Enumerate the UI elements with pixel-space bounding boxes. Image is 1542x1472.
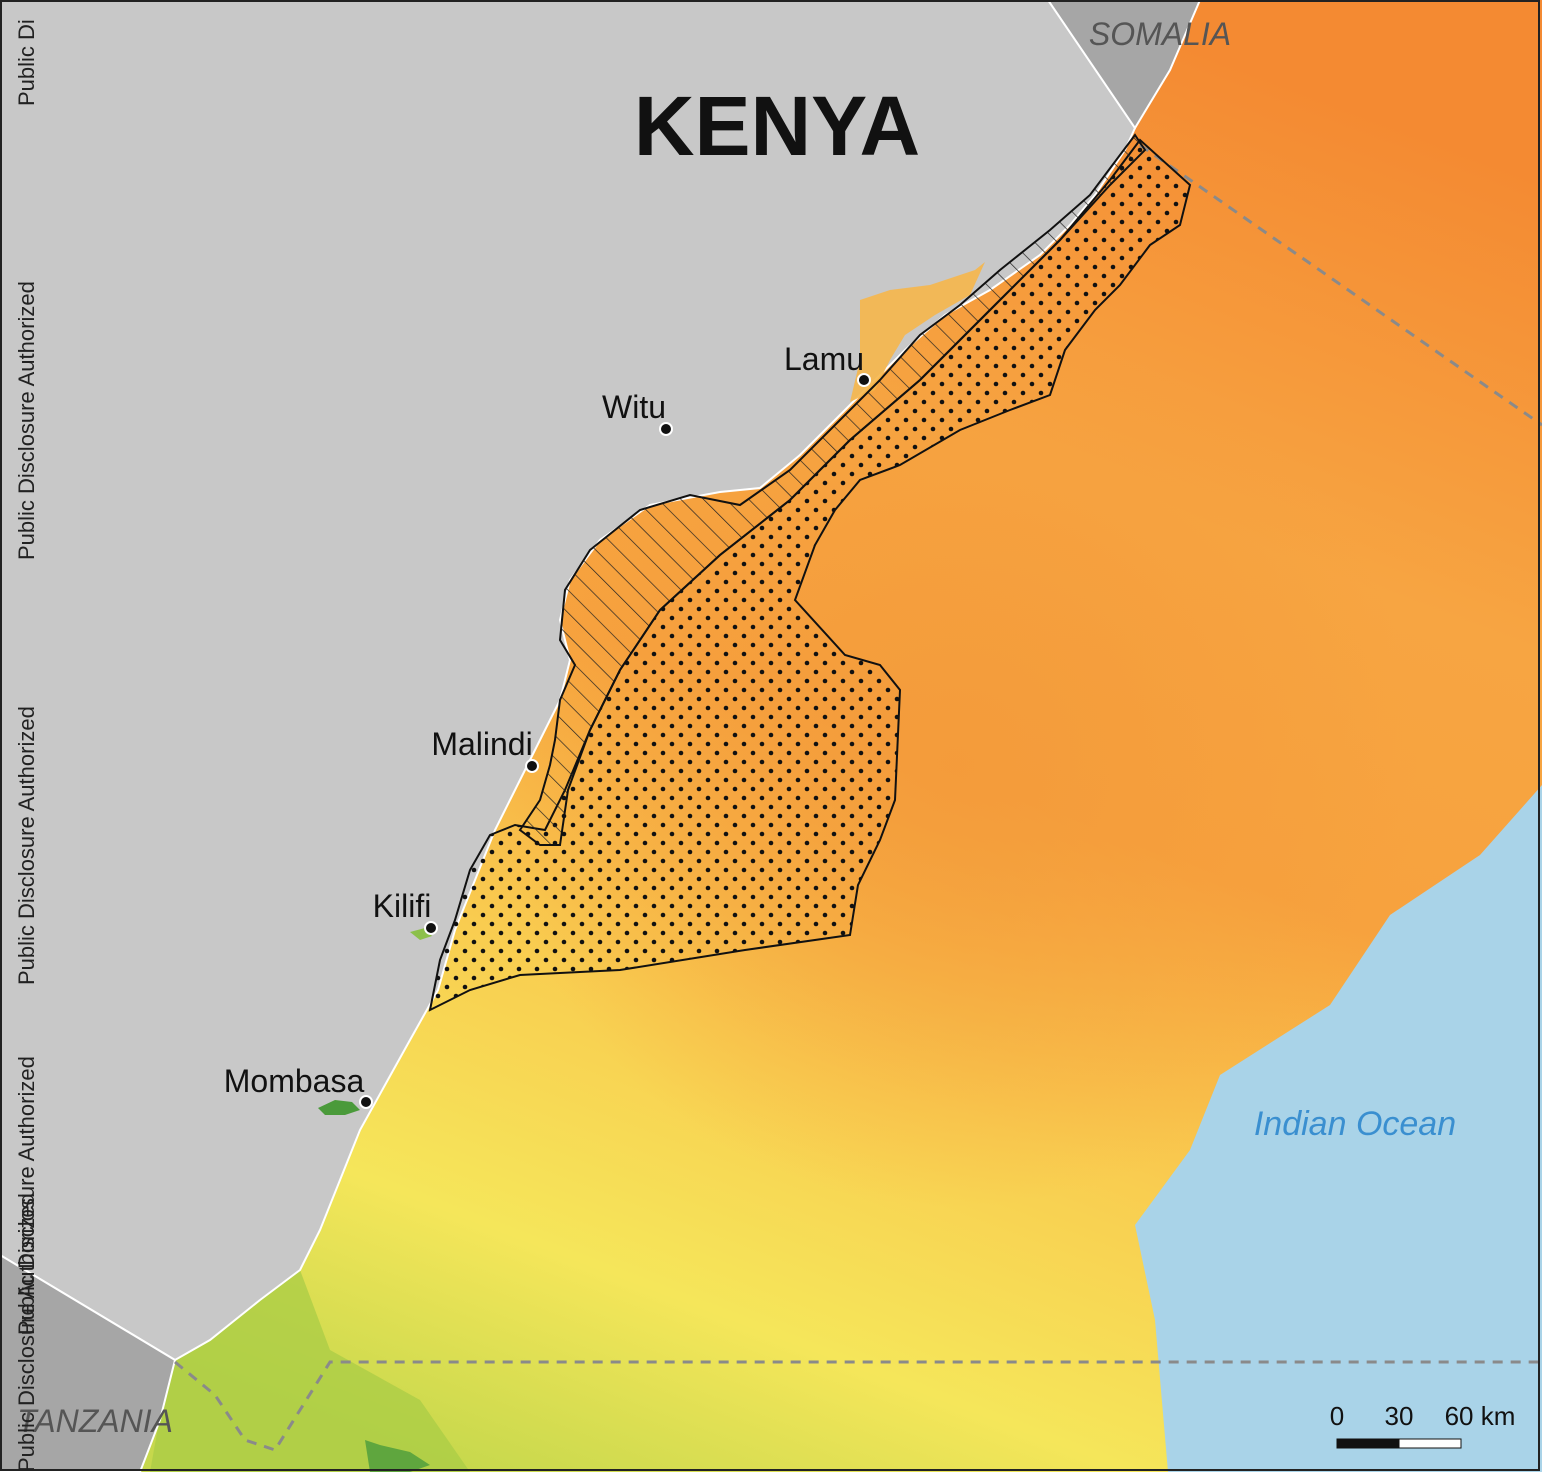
margin-label: Public Disclosure Authorized — [14, 706, 39, 985]
scale-segment-black — [1336, 1438, 1400, 1449]
tanzania-label: TANZANIA — [17, 1403, 173, 1439]
hatched-coastal-block — [518, 133, 1147, 846]
country-title: KENYA — [634, 79, 920, 173]
city-lamu: Lamu — [784, 341, 871, 387]
scale-tick-30: 30 — [1385, 1401, 1414, 1431]
scale-segment-white — [1398, 1438, 1462, 1449]
city-dot — [525, 759, 539, 773]
indian-ocean — [1135, 785, 1542, 1472]
city-label: Mombasa — [224, 1063, 365, 1099]
city-label: Witu — [602, 389, 666, 425]
margin-label: Public Disclosure Authorized — [14, 1193, 39, 1472]
city-witu: Witu — [602, 389, 673, 436]
tanzania-coast-green — [365, 1440, 430, 1472]
scale-tick-60: 60 km — [1445, 1401, 1516, 1431]
southern-maritime-boundary — [174, 1360, 1542, 1452]
city-label: Lamu — [784, 341, 864, 377]
ocean-label: Indian Ocean — [1254, 1105, 1456, 1143]
city-dot — [659, 422, 673, 436]
scale-bar: 0 30 60 km — [1330, 1401, 1516, 1449]
city-label: Malindi — [431, 726, 532, 762]
somalia-label: SOMALIA — [1089, 16, 1231, 52]
city-label: Kilifi — [373, 888, 432, 924]
city-dot — [424, 921, 438, 935]
margin-label: Public Disclosure Authorized — [14, 281, 39, 560]
city-kilifi: Kilifi — [373, 888, 438, 935]
city-malindi: Malindi — [431, 726, 539, 773]
city-dot — [857, 373, 871, 387]
scale-tick-0: 0 — [1330, 1401, 1344, 1431]
mombasa-creek — [318, 1100, 360, 1115]
somalia-land — [1046, 0, 1202, 130]
city-mombasa: Mombasa — [224, 1063, 373, 1109]
lamu-estuary — [850, 262, 985, 402]
northern-maritime-boundary — [1139, 143, 1542, 427]
city-dot — [359, 1095, 373, 1109]
margin-label: Public Di — [14, 19, 39, 106]
tanzania-land — [0, 1253, 177, 1472]
